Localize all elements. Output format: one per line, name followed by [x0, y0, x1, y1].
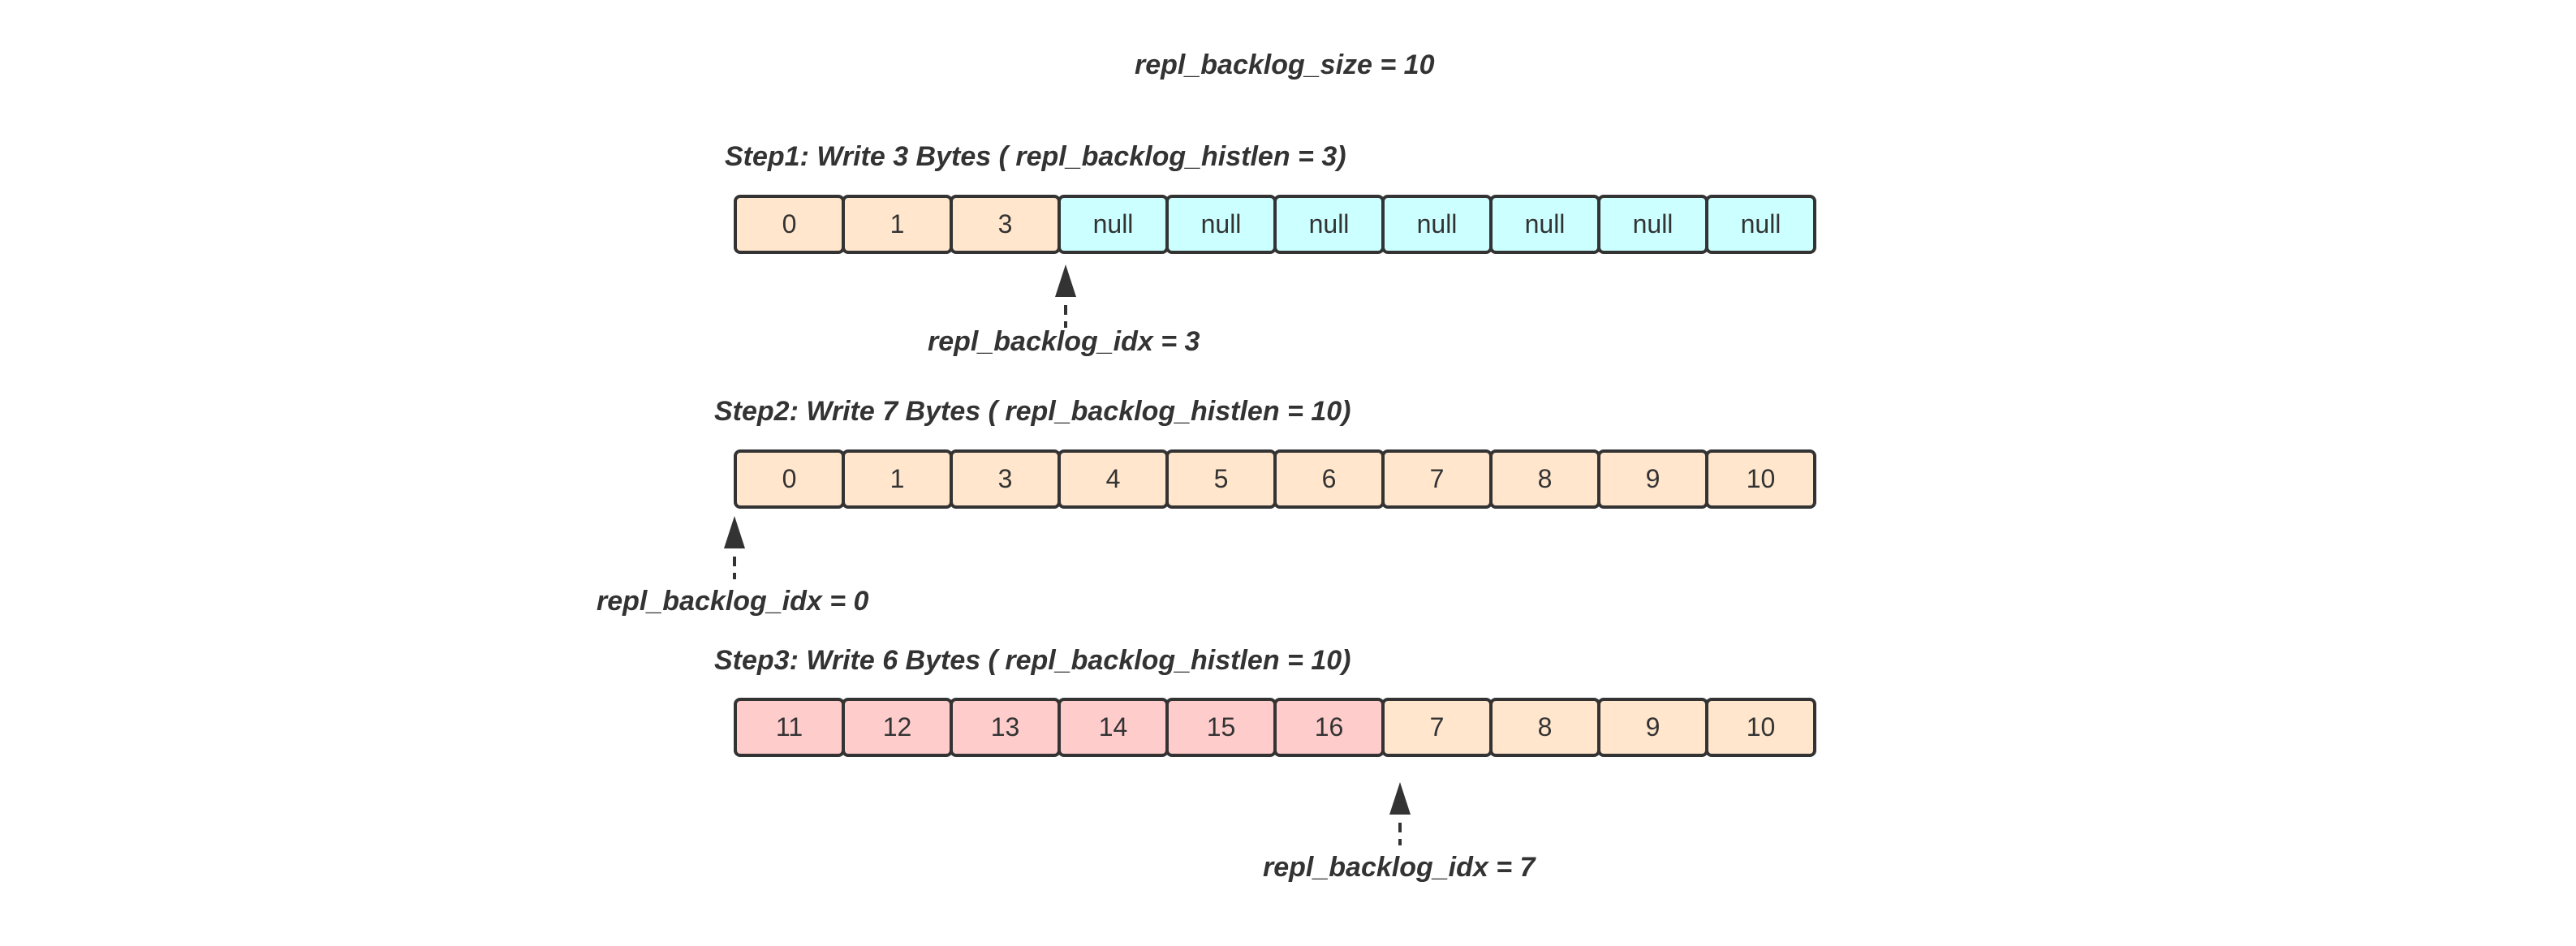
- buffer-cell: 5: [1165, 449, 1277, 509]
- buffer-cell: null: [1597, 195, 1708, 254]
- buffer-cell: 8: [1489, 698, 1600, 757]
- step2-idx-pointer: [722, 516, 747, 581]
- step2-idx-label: repl_backlog_idx = 0: [597, 586, 869, 617]
- buffer-cell: null: [1489, 195, 1600, 254]
- step3-label: Step3: Write 6 Bytes ( repl_backlog_hist…: [714, 645, 1351, 676]
- step1-idx-label: repl_backlog_idx = 3: [928, 326, 1200, 357]
- buffer-cell: 7: [1381, 449, 1493, 509]
- buffer-cell: 9: [1597, 698, 1708, 757]
- buffer-cell: 3: [950, 449, 1061, 509]
- buffer-cell: 1: [842, 195, 953, 254]
- buffer-cell: 9: [1597, 449, 1708, 509]
- step1-label: Step1: Write 3 Bytes ( repl_backlog_hist…: [725, 141, 1346, 172]
- buffer-cell: 14: [1058, 698, 1169, 757]
- buffer-cell: null: [1058, 195, 1169, 254]
- buffer-cell: 15: [1165, 698, 1277, 757]
- buffer-cell: 7: [1381, 698, 1493, 757]
- step1-idx-pointer: [1053, 264, 1078, 329]
- buffer-cell: 10: [1705, 449, 1816, 509]
- buffer-cell: 8: [1489, 449, 1600, 509]
- buffer-cell: 4: [1058, 449, 1169, 509]
- buffer-cell: 11: [734, 698, 845, 757]
- buffer-cell: 13: [950, 698, 1061, 757]
- buffer-cell: null: [1705, 195, 1816, 254]
- buffer-cell: 10: [1705, 698, 1816, 757]
- buffer-cell: 0: [734, 195, 845, 254]
- buffer-cell: 1: [842, 449, 953, 509]
- buffer-cell: null: [1381, 195, 1493, 254]
- buffer-cell: null: [1165, 195, 1277, 254]
- buffer-cell: 3: [950, 195, 1061, 254]
- step2-label: Step2: Write 7 Bytes ( repl_backlog_hist…: [714, 396, 1351, 427]
- diagram-title: repl_backlog_size = 10: [1135, 49, 1435, 80]
- buffer-cell: 0: [734, 449, 845, 509]
- buffer-cell: null: [1273, 195, 1385, 254]
- step3-idx-label: repl_backlog_idx = 7: [1263, 852, 1536, 883]
- buffer-cell: 12: [842, 698, 953, 757]
- step3-idx-pointer: [1388, 782, 1412, 847]
- buffer-cell: 16: [1273, 698, 1385, 757]
- buffer-cell: 6: [1273, 449, 1385, 509]
